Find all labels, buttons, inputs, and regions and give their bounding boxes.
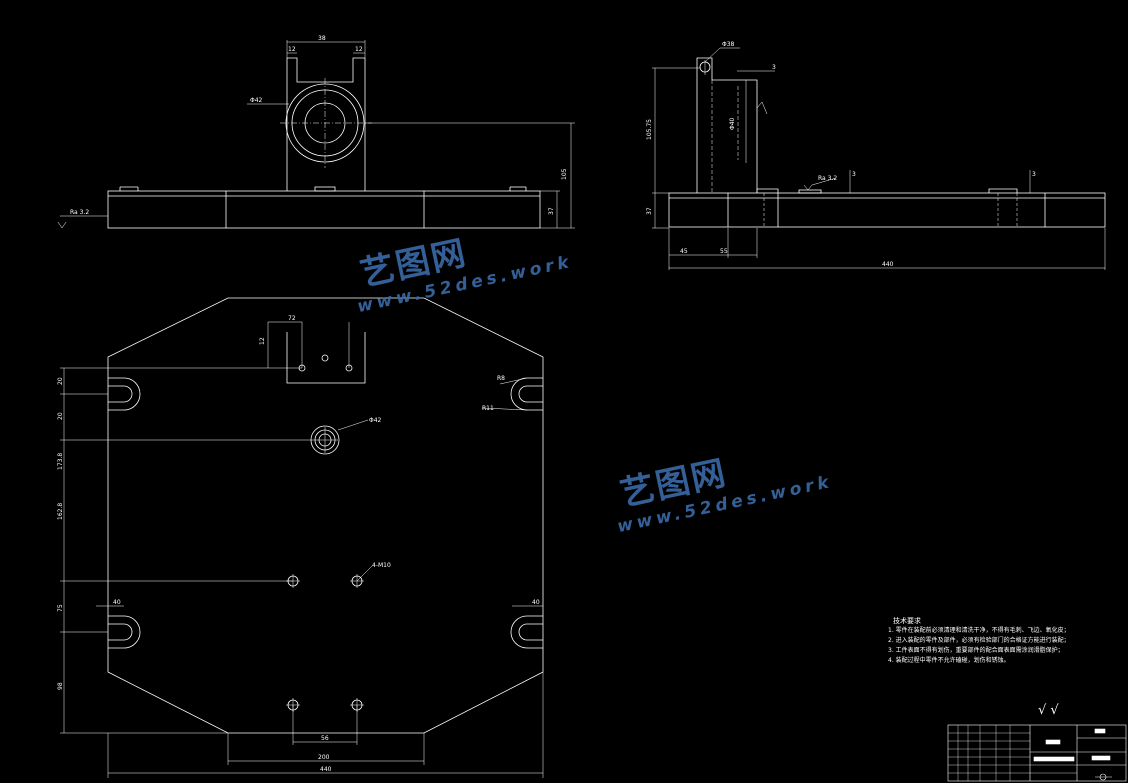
tech-requirement-item: 2. 进入装配的零件及部件，必须有检验部门的合格证方能进行装配；	[888, 637, 1070, 644]
dim-label: 37	[548, 207, 555, 215]
side-view	[652, 47, 1106, 270]
dim-label: Φ42	[250, 97, 263, 104]
dim-label: 3	[1032, 171, 1036, 178]
tech-requirement-item: 3. 工件表面不得有划伤，重要部件的配合面表面需涂润滑脂保护；	[888, 647, 1064, 654]
dimension-labels: 38 12 12 Φ42 105 37 Ra 3.2 Φ38 3 105.75 …	[57, 35, 1036, 773]
dim-label: 20	[57, 412, 64, 420]
dim-label: 162.8	[57, 503, 64, 520]
front-view	[57, 40, 575, 229]
tech-requirements-title: 技术要求	[893, 617, 921, 625]
dim-label: 55	[720, 248, 728, 255]
title-block	[947, 724, 1127, 782]
tech-requirement-item: 1. 零件在装配前必须清理和清洗干净，不得有毛刺、飞边、氧化皮；	[888, 627, 1070, 634]
dim-label: 40	[532, 599, 540, 606]
dim-label: 75	[57, 604, 64, 612]
dim-label: Ra 3.2	[818, 175, 837, 182]
dim-label: 4-M10	[372, 562, 391, 569]
dim-label: R11	[482, 405, 494, 412]
dim-label: 40	[113, 599, 121, 606]
dim-label: Ra 3.2	[70, 209, 89, 216]
dim-label: 72	[288, 315, 296, 322]
roughness-marks: √ √	[1038, 703, 1059, 718]
dim-label: 200	[318, 754, 330, 761]
dim-label: 56	[321, 735, 329, 742]
dim-label: 12	[355, 46, 363, 53]
dim-label: 37	[646, 207, 653, 215]
tech-requirements-list: 1. 零件在装配前必须清理和清洗干净，不得有毛刺、飞边、氧化皮； 2. 进入装配…	[888, 626, 1070, 666]
dim-label: 12	[259, 337, 266, 345]
dim-label: 98	[57, 682, 64, 690]
tech-requirement-item: 4. 装配过程中零件不允许磕碰，划伤和锈蚀。	[888, 657, 1010, 664]
dim-label: 20	[57, 377, 64, 385]
dim-label: R8	[497, 375, 505, 382]
dim-label: 173.8	[57, 453, 64, 470]
dim-label: 105	[561, 168, 568, 180]
dim-label: 45	[680, 248, 688, 255]
dim-label: 3	[772, 64, 776, 71]
dim-label: 440	[882, 261, 894, 268]
dim-label: 38	[318, 35, 326, 42]
dim-label: Φ42	[369, 417, 382, 424]
dim-label: 12	[288, 46, 296, 53]
dim-label: 105.75	[646, 119, 653, 140]
dim-label: 440	[320, 766, 332, 773]
dim-label: 3	[852, 171, 856, 178]
dim-label: Φ38	[722, 41, 735, 48]
dim-label: Φ40	[729, 117, 736, 130]
plan-view	[60, 297, 544, 778]
